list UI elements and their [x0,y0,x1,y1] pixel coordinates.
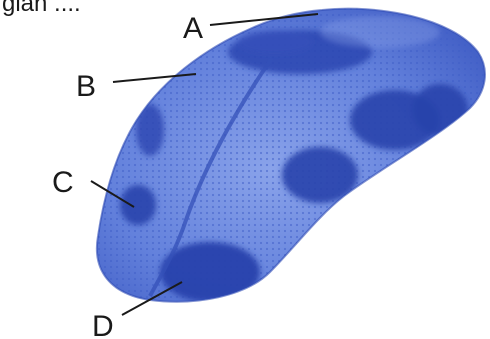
label-a: A [183,12,203,45]
label-b: B [76,70,96,103]
label-d: D [92,310,114,339]
label-c: C [52,166,74,199]
